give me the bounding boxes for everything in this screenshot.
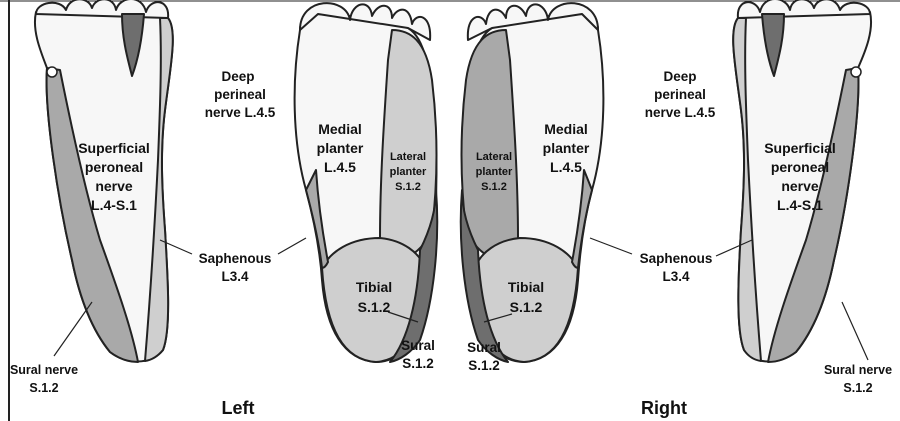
right-sural-label-2: S.1.2 xyxy=(468,358,500,373)
right-medial-planter-label-3: L.4.5 xyxy=(550,159,582,175)
right-sural-nerve-leader xyxy=(842,302,868,360)
right-deep-perineal-label-1: Deep xyxy=(663,69,696,84)
left-deep-perineal-label-2: perineal xyxy=(214,87,266,102)
left-medial-planter-label-3: L.4.5 xyxy=(324,159,356,175)
right-medial-planter-label-2: planter xyxy=(543,140,590,156)
left-lateral-planter-label-1: Lateral xyxy=(390,151,426,163)
right-superficial-label-4: L.4-S.1 xyxy=(777,197,823,213)
left-medial-planter-label-1: Medial xyxy=(318,121,362,137)
left-superficial-label-1: Superficial xyxy=(78,140,150,156)
right-superficial-label-3: nerve xyxy=(781,178,819,194)
right-lateral-planter-label-3: S.1.2 xyxy=(481,181,507,193)
left-superficial-label-4: L.4-S.1 xyxy=(91,197,137,213)
right-lateral-planter-label-2: planter xyxy=(476,166,513,178)
left-sural-nerve-leader xyxy=(54,302,92,356)
left-dorsal-toes xyxy=(36,0,168,18)
left-plantar-saphenous-leader xyxy=(278,238,306,254)
right-sural-nerve-label-2: S.1.2 xyxy=(843,381,872,395)
right-plantar-saphenous-leader xyxy=(590,238,632,254)
left-saphenous-label-1: Saphenous xyxy=(199,251,272,266)
left-sural-nerve-label-1: Sural nerve xyxy=(10,363,78,377)
left-superficial-label-3: nerve xyxy=(95,178,133,194)
right-medial-planter-label-1: Medial xyxy=(544,121,588,137)
left-dorsal-toenail xyxy=(47,67,57,77)
left-deep-perineal-label-3: nerve L.4.5 xyxy=(205,105,276,120)
left-medial-planter-label-2: planter xyxy=(317,140,364,156)
left-lateral-planter-label-2: planter xyxy=(390,166,427,178)
right-superficial-label-2: peroneal xyxy=(771,159,829,175)
right-tibial-label-2: S.1.2 xyxy=(510,299,543,315)
right-deep-perineal-label-2: perineal xyxy=(654,87,706,102)
left-superficial-label-2: peroneal xyxy=(85,159,143,175)
left-tibial-label-1: Tibial xyxy=(356,279,392,295)
right-lateral-planter-region xyxy=(462,30,519,256)
right-tibial-label-1: Tibial xyxy=(508,279,544,295)
right-deep-perineal-label-3: nerve L.4.5 xyxy=(645,105,716,120)
left-sural-label-1: Sural xyxy=(401,338,435,353)
right-dorsal-toes xyxy=(738,0,870,18)
left-lateral-planter-region xyxy=(380,30,437,256)
left-saphenous-label-2: L3.4 xyxy=(221,269,249,284)
right-side-caption: Right xyxy=(641,398,687,418)
right-saphenous-label-2: L3.4 xyxy=(662,269,690,284)
right-saphenous-label-1: Saphenous xyxy=(640,251,713,266)
left-deep-perineal-label-1: Deep xyxy=(221,69,254,84)
right-sural-nerve-label-1: Sural nerve xyxy=(824,363,892,377)
right-dorsal-toenail xyxy=(851,67,861,77)
left-side-caption: Left xyxy=(222,398,255,418)
right-superficial-label-1: Superficial xyxy=(764,140,836,156)
left-lateral-planter-label-3: S.1.2 xyxy=(395,181,421,193)
right-lateral-planter-label-1: Lateral xyxy=(476,151,512,163)
right-sural-label-1: Sural xyxy=(467,340,501,355)
left-sural-nerve-label-2: S.1.2 xyxy=(29,381,58,395)
left-tibial-label-2: S.1.2 xyxy=(358,299,391,315)
left-sural-label-2: S.1.2 xyxy=(402,356,434,371)
